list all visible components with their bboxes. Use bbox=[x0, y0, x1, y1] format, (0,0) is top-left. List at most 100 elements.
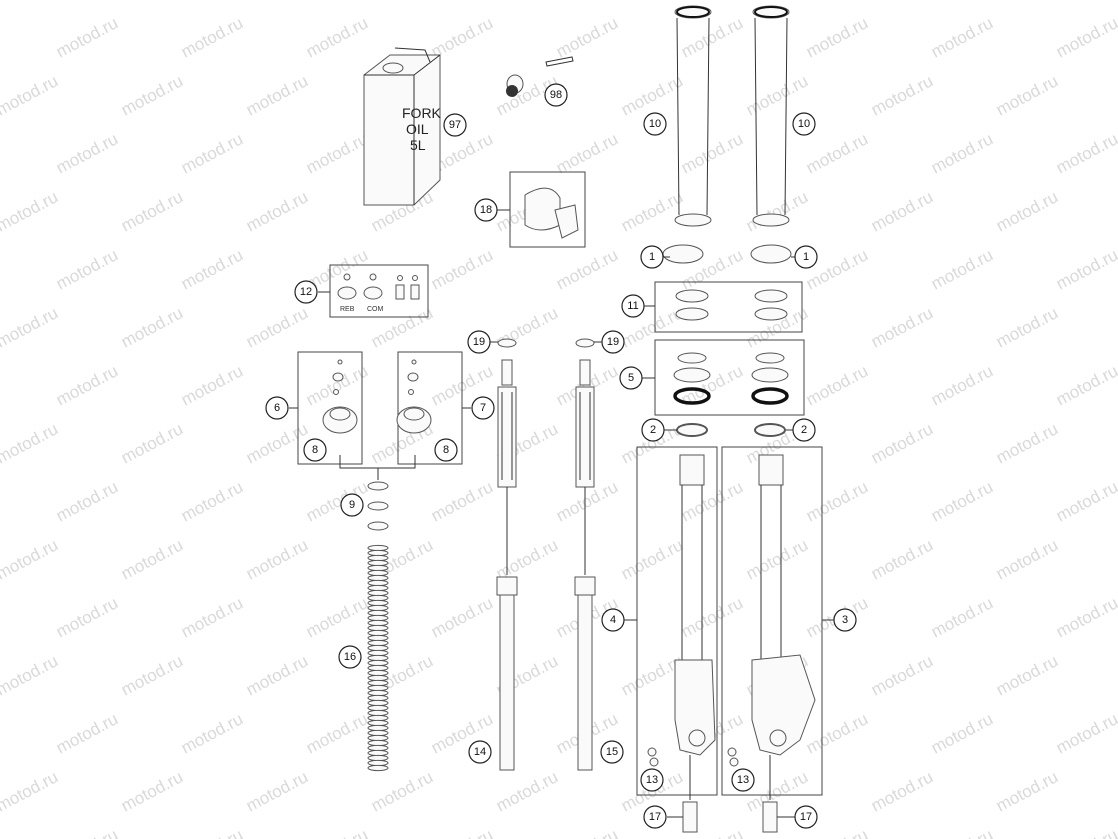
watermark-text: motod.ru bbox=[243, 651, 311, 699]
watermark-text: motod.ru bbox=[993, 651, 1061, 699]
watermark-text: motod.ru bbox=[118, 419, 186, 467]
watermark-text: motod.ru bbox=[303, 361, 371, 409]
watermark-text: motod.ru bbox=[178, 245, 246, 293]
spring-coil bbox=[367, 754, 389, 762]
svg-text:8: 8 bbox=[443, 444, 449, 456]
watermark-text: motod.ru bbox=[678, 129, 746, 177]
spring-coil bbox=[367, 704, 389, 712]
spring-coil bbox=[367, 559, 389, 567]
svg-text:14: 14 bbox=[474, 746, 486, 758]
watermark-text: motod.ru bbox=[428, 477, 496, 525]
spring-coil bbox=[367, 569, 389, 577]
spring-coil bbox=[367, 589, 389, 597]
callout-9: 9 bbox=[340, 493, 364, 517]
watermark-text: motod.ru bbox=[803, 709, 871, 757]
watermark-text: motod.ru bbox=[868, 767, 936, 815]
watermark-text: motod.ru bbox=[928, 593, 996, 641]
watermark-text: motod.ru bbox=[928, 477, 996, 525]
callout-11: 11 bbox=[621, 294, 645, 318]
spring-coil bbox=[367, 599, 389, 607]
watermark-text: motod.ru bbox=[928, 13, 996, 61]
part-4-box bbox=[636, 446, 718, 796]
watermark-text: motod.ru bbox=[1053, 129, 1118, 177]
spring-coil bbox=[367, 634, 389, 642]
spring-coil bbox=[367, 579, 389, 587]
seals-5 bbox=[673, 352, 789, 405]
watermark-text: motod.ru bbox=[243, 303, 311, 351]
callout-7: 7 bbox=[471, 396, 495, 420]
watermark-text: motod.ru bbox=[1053, 593, 1118, 641]
watermark-text: motod.ru bbox=[868, 187, 936, 235]
spring-coil bbox=[367, 609, 389, 617]
svg-text:8: 8 bbox=[312, 444, 318, 456]
watermark-text: motod.ru bbox=[0, 0, 61, 4]
watermark-text: motod.ru bbox=[1053, 709, 1118, 757]
svg-text:17: 17 bbox=[800, 811, 812, 823]
svg-text:97: 97 bbox=[449, 119, 461, 131]
watermark-text: motod.ru bbox=[118, 71, 186, 119]
callout-10-right: 10 bbox=[792, 112, 816, 136]
spring-coil bbox=[367, 649, 389, 657]
callout-8-left: 8 bbox=[303, 438, 327, 462]
watermark-text: motod.ru bbox=[428, 13, 496, 61]
spring-coil bbox=[367, 749, 389, 757]
watermark-text: motod.ru bbox=[993, 303, 1061, 351]
watermark-text: motod.ru bbox=[178, 709, 246, 757]
spring-coil bbox=[367, 744, 389, 752]
watermark-text: motod.ru bbox=[0, 767, 61, 815]
spring-coil bbox=[367, 679, 389, 687]
kit-label-rebound: REB bbox=[340, 306, 355, 313]
svg-text:5: 5 bbox=[628, 372, 634, 384]
watermark-text: motod.ru bbox=[993, 0, 1061, 4]
watermark-text: motod.ru bbox=[928, 709, 996, 757]
watermark-text: motod.ru bbox=[743, 71, 811, 119]
watermark-text: motod.ru bbox=[303, 593, 371, 641]
spring-coil bbox=[367, 709, 389, 717]
callout-97: 97 bbox=[443, 113, 467, 137]
callout-5: 5 bbox=[619, 366, 643, 390]
watermark-text: motod.ru bbox=[0, 71, 61, 119]
callout-13-right: 13 bbox=[731, 768, 755, 792]
watermark-text: motod.ru bbox=[553, 825, 621, 839]
svg-text:10: 10 bbox=[649, 118, 661, 130]
callout-1-left: 1 bbox=[640, 245, 664, 269]
spring-coil bbox=[367, 734, 389, 742]
svg-text:19: 19 bbox=[607, 336, 619, 348]
watermark-text: motod.ru bbox=[743, 187, 811, 235]
watermark-text: motod.ru bbox=[618, 535, 686, 583]
callout-3: 3 bbox=[833, 608, 857, 632]
svg-text:6: 6 bbox=[274, 402, 280, 414]
watermark-text: motod.ru bbox=[53, 709, 121, 757]
watermark-text: motod.ru bbox=[993, 767, 1061, 815]
callout-98: 98 bbox=[544, 83, 568, 107]
watermark-text: motod.ru bbox=[428, 245, 496, 293]
watermark-text: motod.ru bbox=[493, 767, 561, 815]
watermark-text: motod.ru bbox=[1053, 825, 1118, 839]
watermark-text: motod.ru bbox=[868, 71, 936, 119]
watermark-text: motod.ru bbox=[743, 535, 811, 583]
callout-12: 12 bbox=[294, 280, 318, 304]
watermark-text: motod.ru bbox=[0, 651, 61, 699]
callout-1-right: 1 bbox=[794, 245, 818, 269]
svg-text:18: 18 bbox=[480, 204, 492, 216]
watermark-text: motod.ru bbox=[303, 709, 371, 757]
svg-text:4: 4 bbox=[610, 614, 616, 626]
spring-coil bbox=[367, 729, 389, 737]
callout-18: 18 bbox=[474, 198, 498, 222]
part-12-box bbox=[329, 264, 429, 318]
watermark-text: motod.ru bbox=[618, 0, 686, 4]
watermark-text: motod.ru bbox=[53, 477, 121, 525]
watermark-text: motod.ru bbox=[243, 419, 311, 467]
watermark-text: motod.ru bbox=[618, 71, 686, 119]
watermark-text: motod.ru bbox=[53, 129, 121, 177]
inner-tube-right bbox=[727, 454, 816, 833]
fork-spring bbox=[367, 544, 389, 772]
watermark-text: motod.ru bbox=[868, 0, 936, 4]
svg-text:1: 1 bbox=[649, 251, 655, 263]
spring-coil bbox=[367, 614, 389, 622]
watermark-text: motod.ru bbox=[368, 0, 436, 4]
watermark-text: motod.ru bbox=[803, 477, 871, 525]
watermark-text: motod.ru bbox=[803, 129, 871, 177]
watermark-text: motod.ru bbox=[178, 13, 246, 61]
